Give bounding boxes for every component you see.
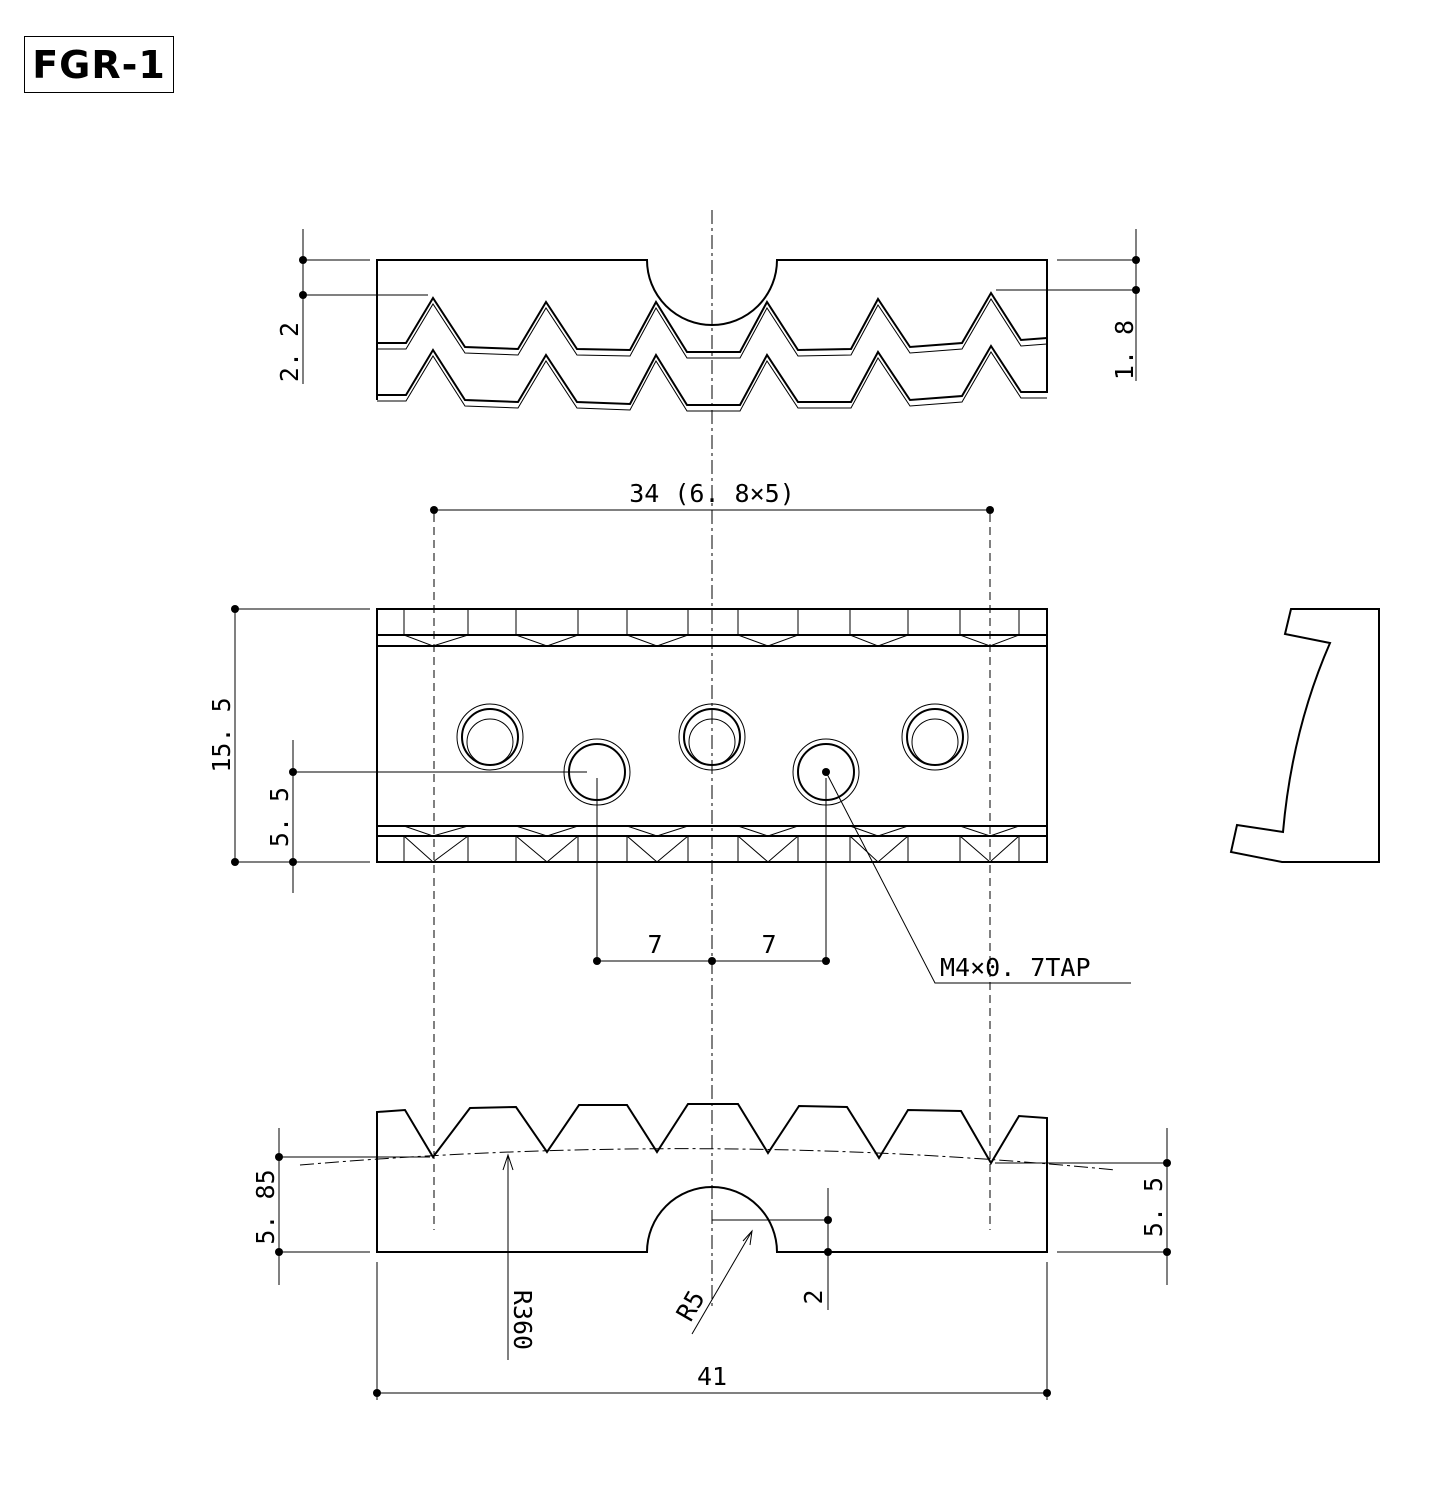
side-view <box>1229 608 1380 863</box>
dim-top-right-height: 1. 8 <box>1110 320 1139 380</box>
top-view: 2. 2 1. 8 <box>275 229 1140 412</box>
bottom-view: 5. 85 5. 5 2 R360 R5 41 <box>251 1103 1171 1400</box>
bottom-strip-teeth <box>403 825 1020 863</box>
dim-hole-offset: 5. 5 <box>265 787 294 847</box>
dim-right-height: 5. 5 <box>1139 1177 1168 1237</box>
dim-pitch: 34 (6. 8×5) <box>629 479 795 508</box>
dim-top-left-height: 2. 2 <box>275 322 304 382</box>
tap-callout: M4×0. 7TAP <box>940 953 1091 982</box>
dim-spacing-left: 7 <box>647 930 662 959</box>
dim-arc-radius: R360 <box>508 1290 537 1350</box>
dim-overall-width: 41 <box>697 1362 727 1391</box>
counterbore-hole-1 <box>456 703 524 771</box>
part-number: FGR-1 <box>32 42 166 87</box>
top-zigzag-lower <box>377 344 1047 406</box>
front-view: 34 (6. 8×5) 15. 5 5. 5 7 7 M4×0. 7TAP <box>207 479 1131 1230</box>
dim-spacing-right: 7 <box>761 930 776 959</box>
title-box: FGR-1 <box>24 36 174 93</box>
counterbore-hole-3 <box>901 703 969 771</box>
dim-notch-radius: R5 <box>671 1285 711 1326</box>
dim-left-height: 5. 85 <box>251 1169 280 1244</box>
top-zigzag-upper <box>377 291 1048 353</box>
counterbore-hole-2 <box>678 703 746 771</box>
top-strip-teeth <box>403 609 1020 647</box>
dim-notch-depth: 2 <box>799 1289 828 1304</box>
dim-overall-height: 15. 5 <box>207 697 236 772</box>
